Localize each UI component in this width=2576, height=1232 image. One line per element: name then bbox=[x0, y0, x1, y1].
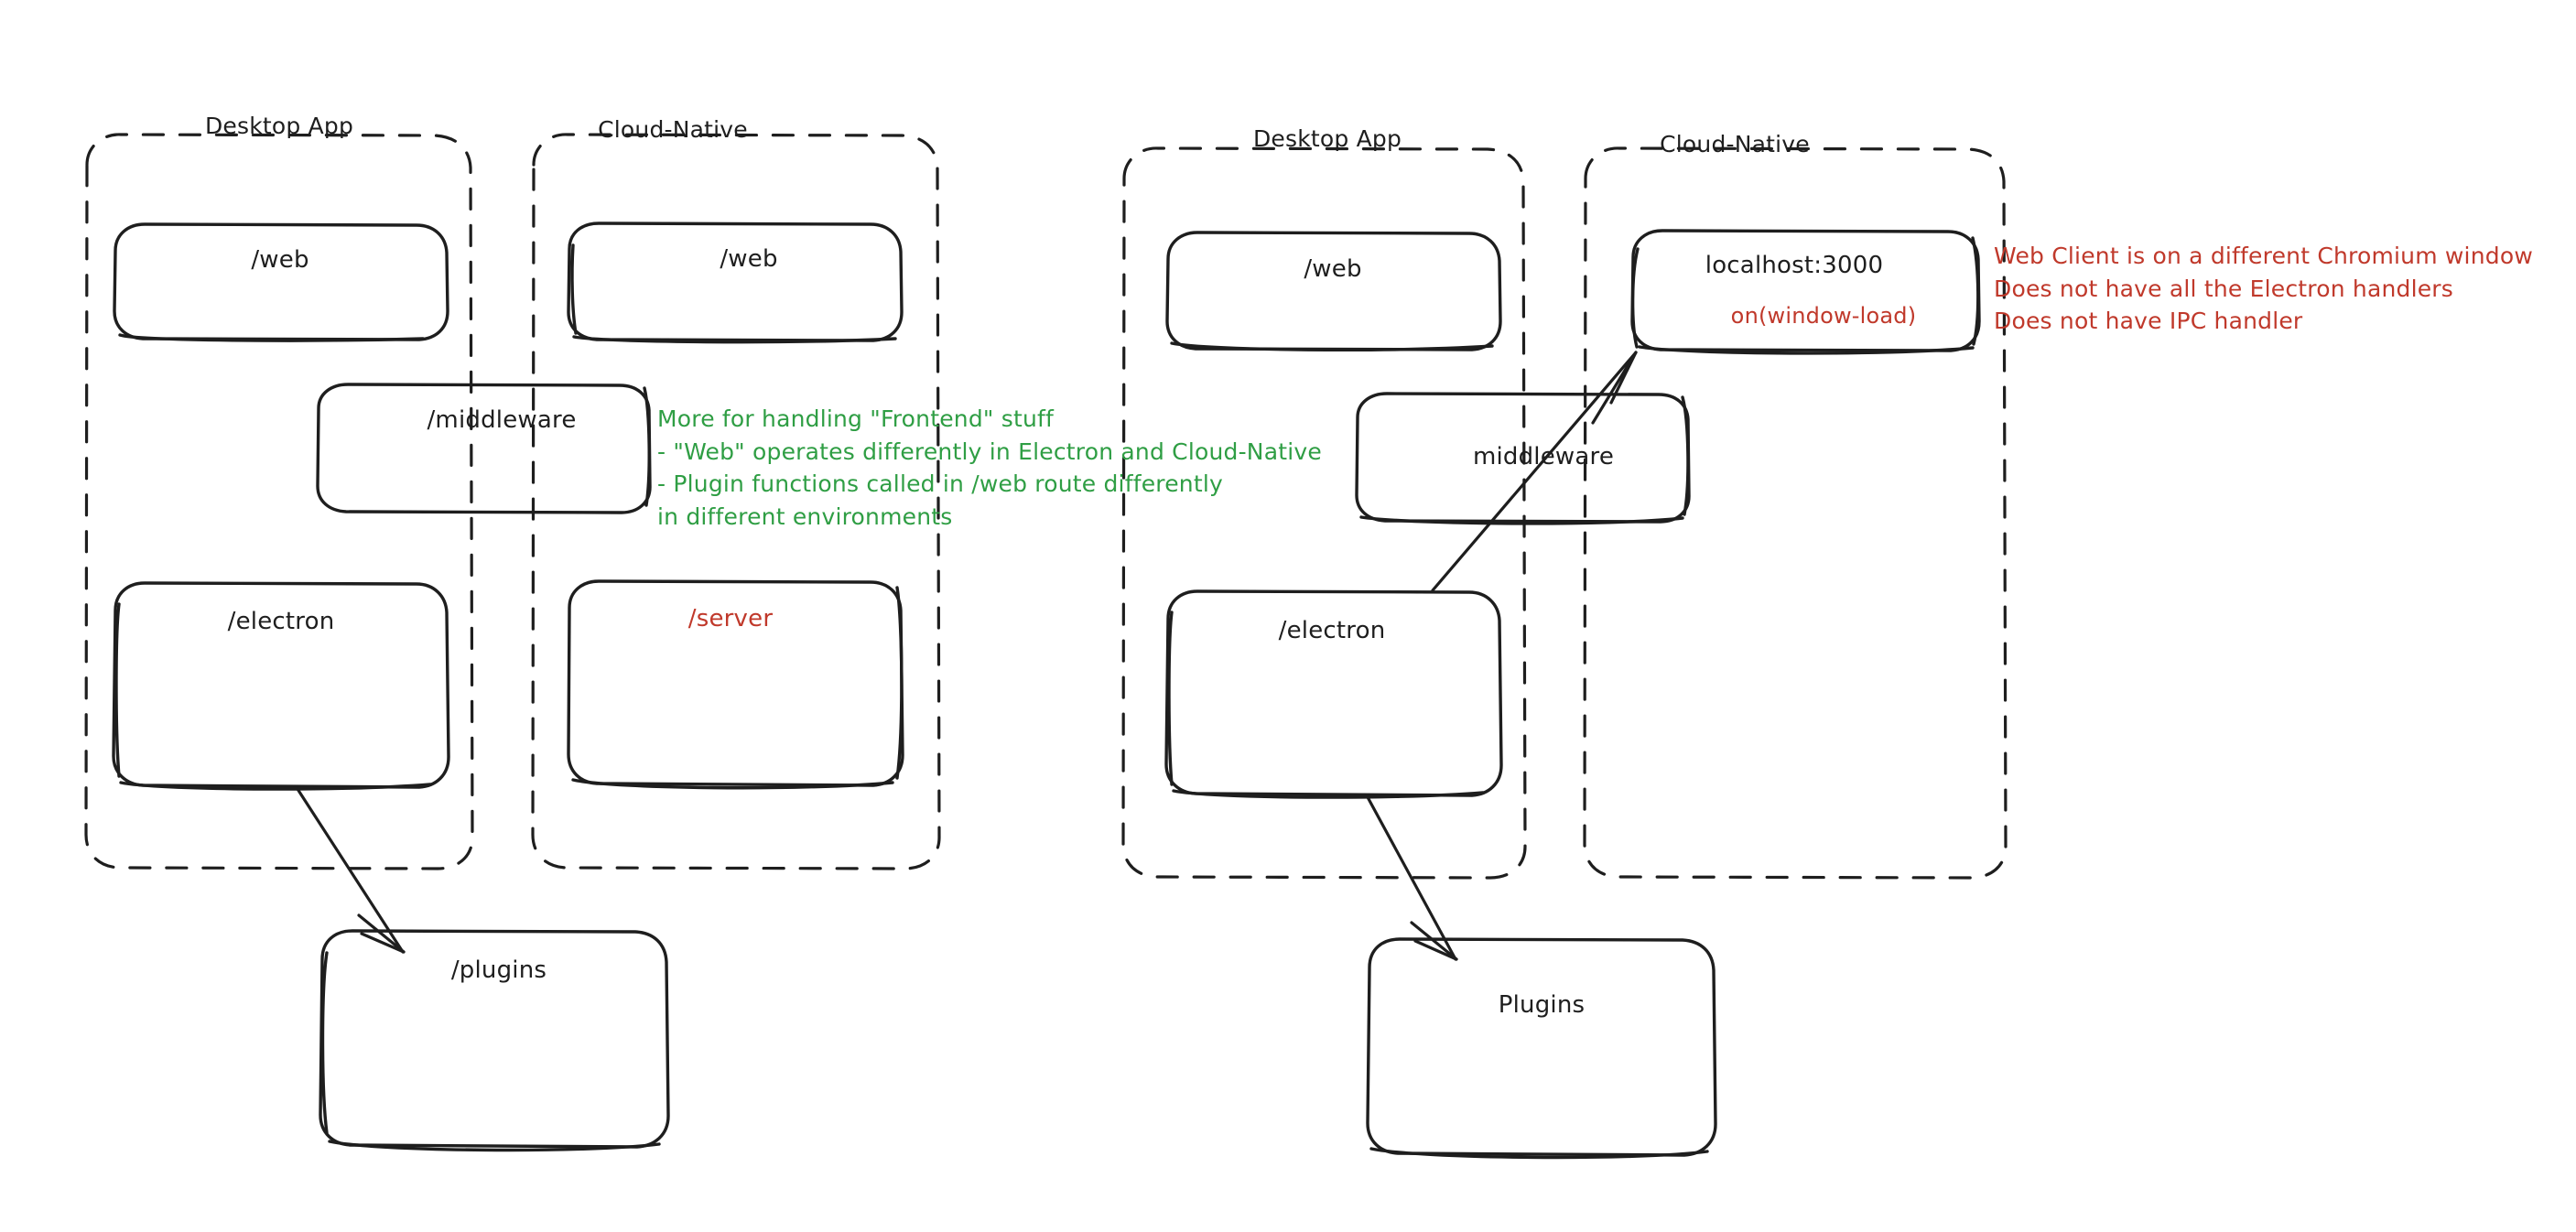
right-desktop-app-container bbox=[1121, 146, 1527, 880]
left-plugins-box bbox=[319, 929, 670, 1152]
right-localhost-box bbox=[1630, 229, 1981, 355]
left-server-box bbox=[567, 579, 904, 790]
right-middleware-box bbox=[1355, 392, 1691, 525]
left-desktop-web-box bbox=[113, 222, 449, 342]
right-cloud-native-container bbox=[1583, 146, 2008, 880]
left-electron-box bbox=[112, 581, 450, 791]
right-electron-box bbox=[1164, 589, 1503, 799]
left-cloud-native-container bbox=[531, 133, 941, 870]
left-electron-to-plugins-arrow bbox=[296, 787, 406, 954]
right-plugins-box bbox=[1366, 937, 1717, 1160]
right-electron-to-plugins-arrow bbox=[1366, 795, 1458, 961]
right-electron-to-localhost-arrow bbox=[1431, 351, 1638, 592]
left-cloud-web-box bbox=[567, 222, 904, 344]
left-middleware-box bbox=[316, 383, 652, 514]
left-desktop-app-container bbox=[84, 133, 474, 870]
right-desktop-web-box bbox=[1165, 231, 1502, 351]
